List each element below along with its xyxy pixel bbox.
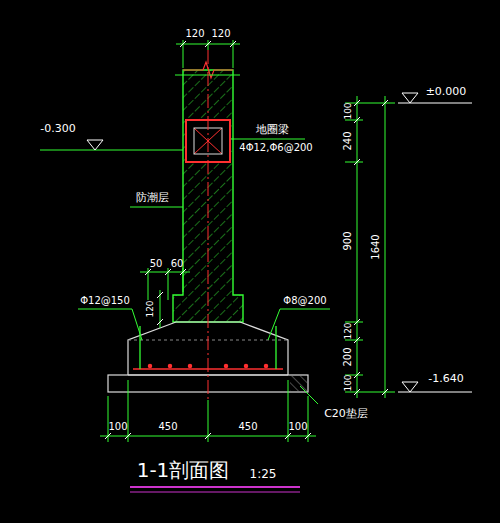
rebar	[148, 364, 151, 367]
leader-lines	[300, 386, 318, 404]
rebar-note: Φ8@200	[283, 296, 326, 306]
dimension-lines	[105, 433, 311, 439]
material-note: C20垫层	[324, 408, 368, 419]
rebar	[224, 364, 227, 367]
dimension: 50	[150, 259, 163, 269]
callout-note: 地圈梁	[256, 124, 289, 135]
leader-lines	[231, 139, 305, 140]
scale-note: 1:25	[250, 468, 277, 480]
dimension: 100	[344, 102, 353, 119]
rebar	[275, 326, 276, 369]
dimension: 200	[343, 347, 353, 366]
dimension: 240	[343, 131, 353, 150]
rebar-note: 4Φ12,Φ6@200	[239, 143, 312, 153]
center-line	[208, 50, 209, 400]
dimension: 60	[171, 259, 184, 269]
dimension-lines	[108, 380, 308, 442]
dimension-lines	[145, 269, 186, 275]
dimension-lines	[180, 41, 236, 47]
level-marks	[40, 93, 472, 392]
level-marks	[40, 150, 183, 151]
rebar	[264, 364, 267, 367]
dimension-lines	[354, 100, 388, 395]
leader-lines	[78, 139, 330, 404]
title-underline	[130, 492, 300, 493]
dimension: 100	[288, 422, 307, 432]
rebar	[188, 364, 191, 367]
dimension-lines	[157, 292, 163, 325]
dimension-lines	[385, 96, 386, 398]
dimension: 100	[108, 422, 127, 432]
title-underline	[130, 486, 300, 488]
leader-lines	[78, 309, 142, 340]
dimension: 120	[185, 29, 204, 39]
level-mark: -1.640	[428, 373, 463, 384]
drawing-title: 1-1剖面图	[137, 460, 230, 480]
center-line	[208, 50, 209, 400]
level-mark: -0.300	[40, 123, 75, 134]
rebar-note: Φ12@150	[80, 296, 130, 306]
level-mark: ±0.000	[426, 86, 467, 97]
dimension: 450	[158, 422, 177, 432]
dimension: 900	[343, 231, 353, 250]
dimension: 1640	[371, 234, 381, 259]
dimension-lines	[357, 96, 358, 398]
level-marks	[402, 93, 418, 103]
rebar	[244, 364, 247, 367]
dimension: 120	[211, 29, 230, 39]
dimension: 120	[146, 300, 155, 317]
rebar	[168, 364, 171, 367]
concrete-cushion	[290, 376, 307, 391]
leader-lines	[268, 309, 330, 340]
level-marks	[402, 382, 418, 392]
dimension: 120	[344, 322, 353, 339]
dimension: 100	[344, 374, 353, 391]
title-underline	[130, 487, 300, 492]
callout-note: 防潮层	[136, 192, 169, 203]
dimension-lines	[100, 40, 395, 442]
dimension: 450	[238, 422, 257, 432]
leader-lines	[130, 207, 183, 208]
level-marks	[87, 140, 103, 150]
